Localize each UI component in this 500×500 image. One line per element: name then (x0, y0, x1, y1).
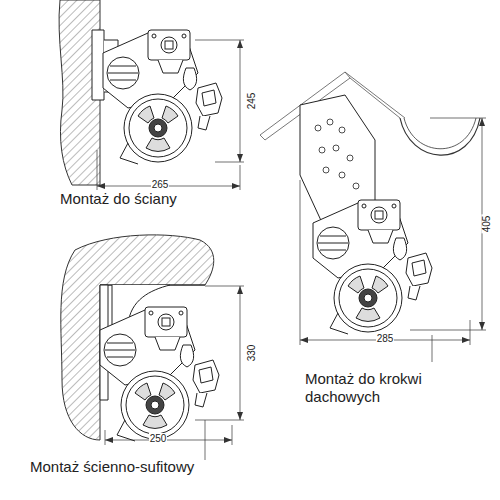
mounting-caption: Montaż ścienno-sufitowy (30, 458, 194, 476)
dimension-height: 330 (246, 344, 258, 363)
dimension-height: 245 (246, 92, 258, 111)
mounting-caption: Montaż do krokwi dachowych (305, 370, 455, 406)
mounting-caption: Montaż do ściany (60, 190, 177, 208)
dimension-width: 285 (376, 333, 395, 345)
dimension-height: 405 (482, 215, 494, 234)
dimension-width: 265 (151, 179, 170, 191)
dimension-width: 250 (149, 433, 168, 445)
